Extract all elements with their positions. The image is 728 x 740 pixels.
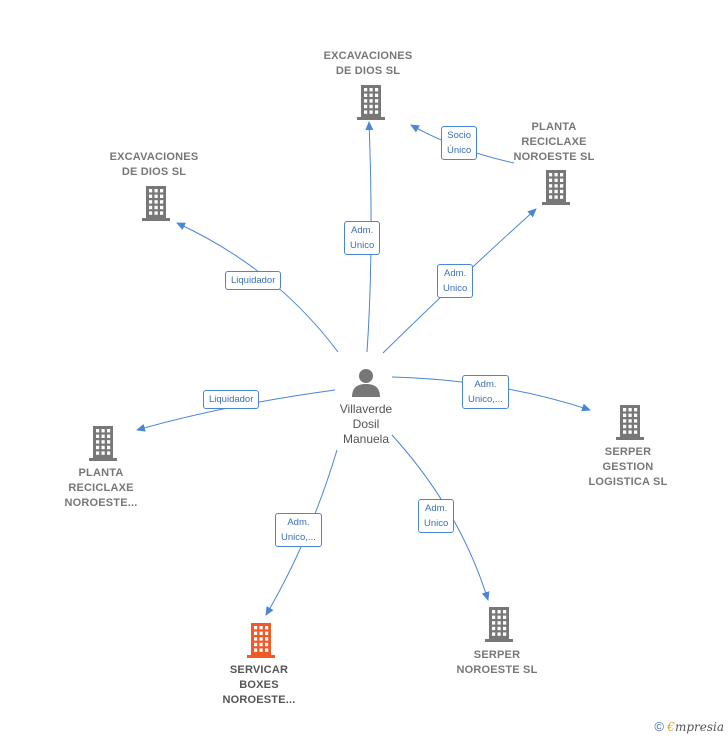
relation-label[interactable]: Adm. Unico,... (462, 375, 509, 409)
company-label-planta-right[interactable]: PLANTA RECICLAXE NOROESTE SL (513, 121, 595, 163)
copyright-symbol: © (654, 719, 664, 734)
empresia-logo: €mpresia (667, 720, 724, 734)
relation-label[interactable]: Liquidador (225, 271, 282, 290)
company-label-serper-noroeste[interactable]: SERPER NOROESTE SL (456, 649, 538, 676)
company-label-excavaciones-top[interactable]: EXCAVACIONES DE DIOS SL (323, 50, 413, 77)
building-icon[interactable] (355, 84, 387, 120)
company-label-excavaciones-left[interactable]: EXCAVACIONES DE DIOS SL (109, 151, 199, 178)
company-label-planta-left[interactable]: PLANTA RECICLAXE NOROESTE... (64, 467, 138, 509)
relation-label[interactable]: Adm. Unico (344, 221, 381, 255)
company-label-servicar[interactable]: SERVICAR BOXES NOROESTE... (222, 664, 296, 706)
person-icon[interactable] (351, 367, 381, 397)
company-label-serper-gestion[interactable]: SERPER GESTION LOGISTICA SL (588, 446, 668, 488)
relation-label[interactable]: Adm. Unico (437, 264, 474, 298)
relation-label[interactable]: Liquidador (203, 390, 260, 409)
building-icon[interactable] (540, 169, 572, 205)
relation-label[interactable]: Adm. Unico,... (275, 513, 322, 547)
building-icon[interactable] (140, 185, 172, 221)
relation-label[interactable]: Adm. Unico (418, 499, 455, 533)
building-icon[interactable] (87, 425, 119, 461)
relation-label[interactable]: Socio Único (441, 126, 478, 160)
empresia-watermark: © €mpresia (654, 719, 724, 734)
building-icon[interactable] (614, 404, 646, 440)
building-icon[interactable] (245, 622, 277, 658)
building-icon[interactable] (483, 606, 515, 642)
person-name[interactable]: Villaverde Dosil Manuela (339, 402, 393, 446)
